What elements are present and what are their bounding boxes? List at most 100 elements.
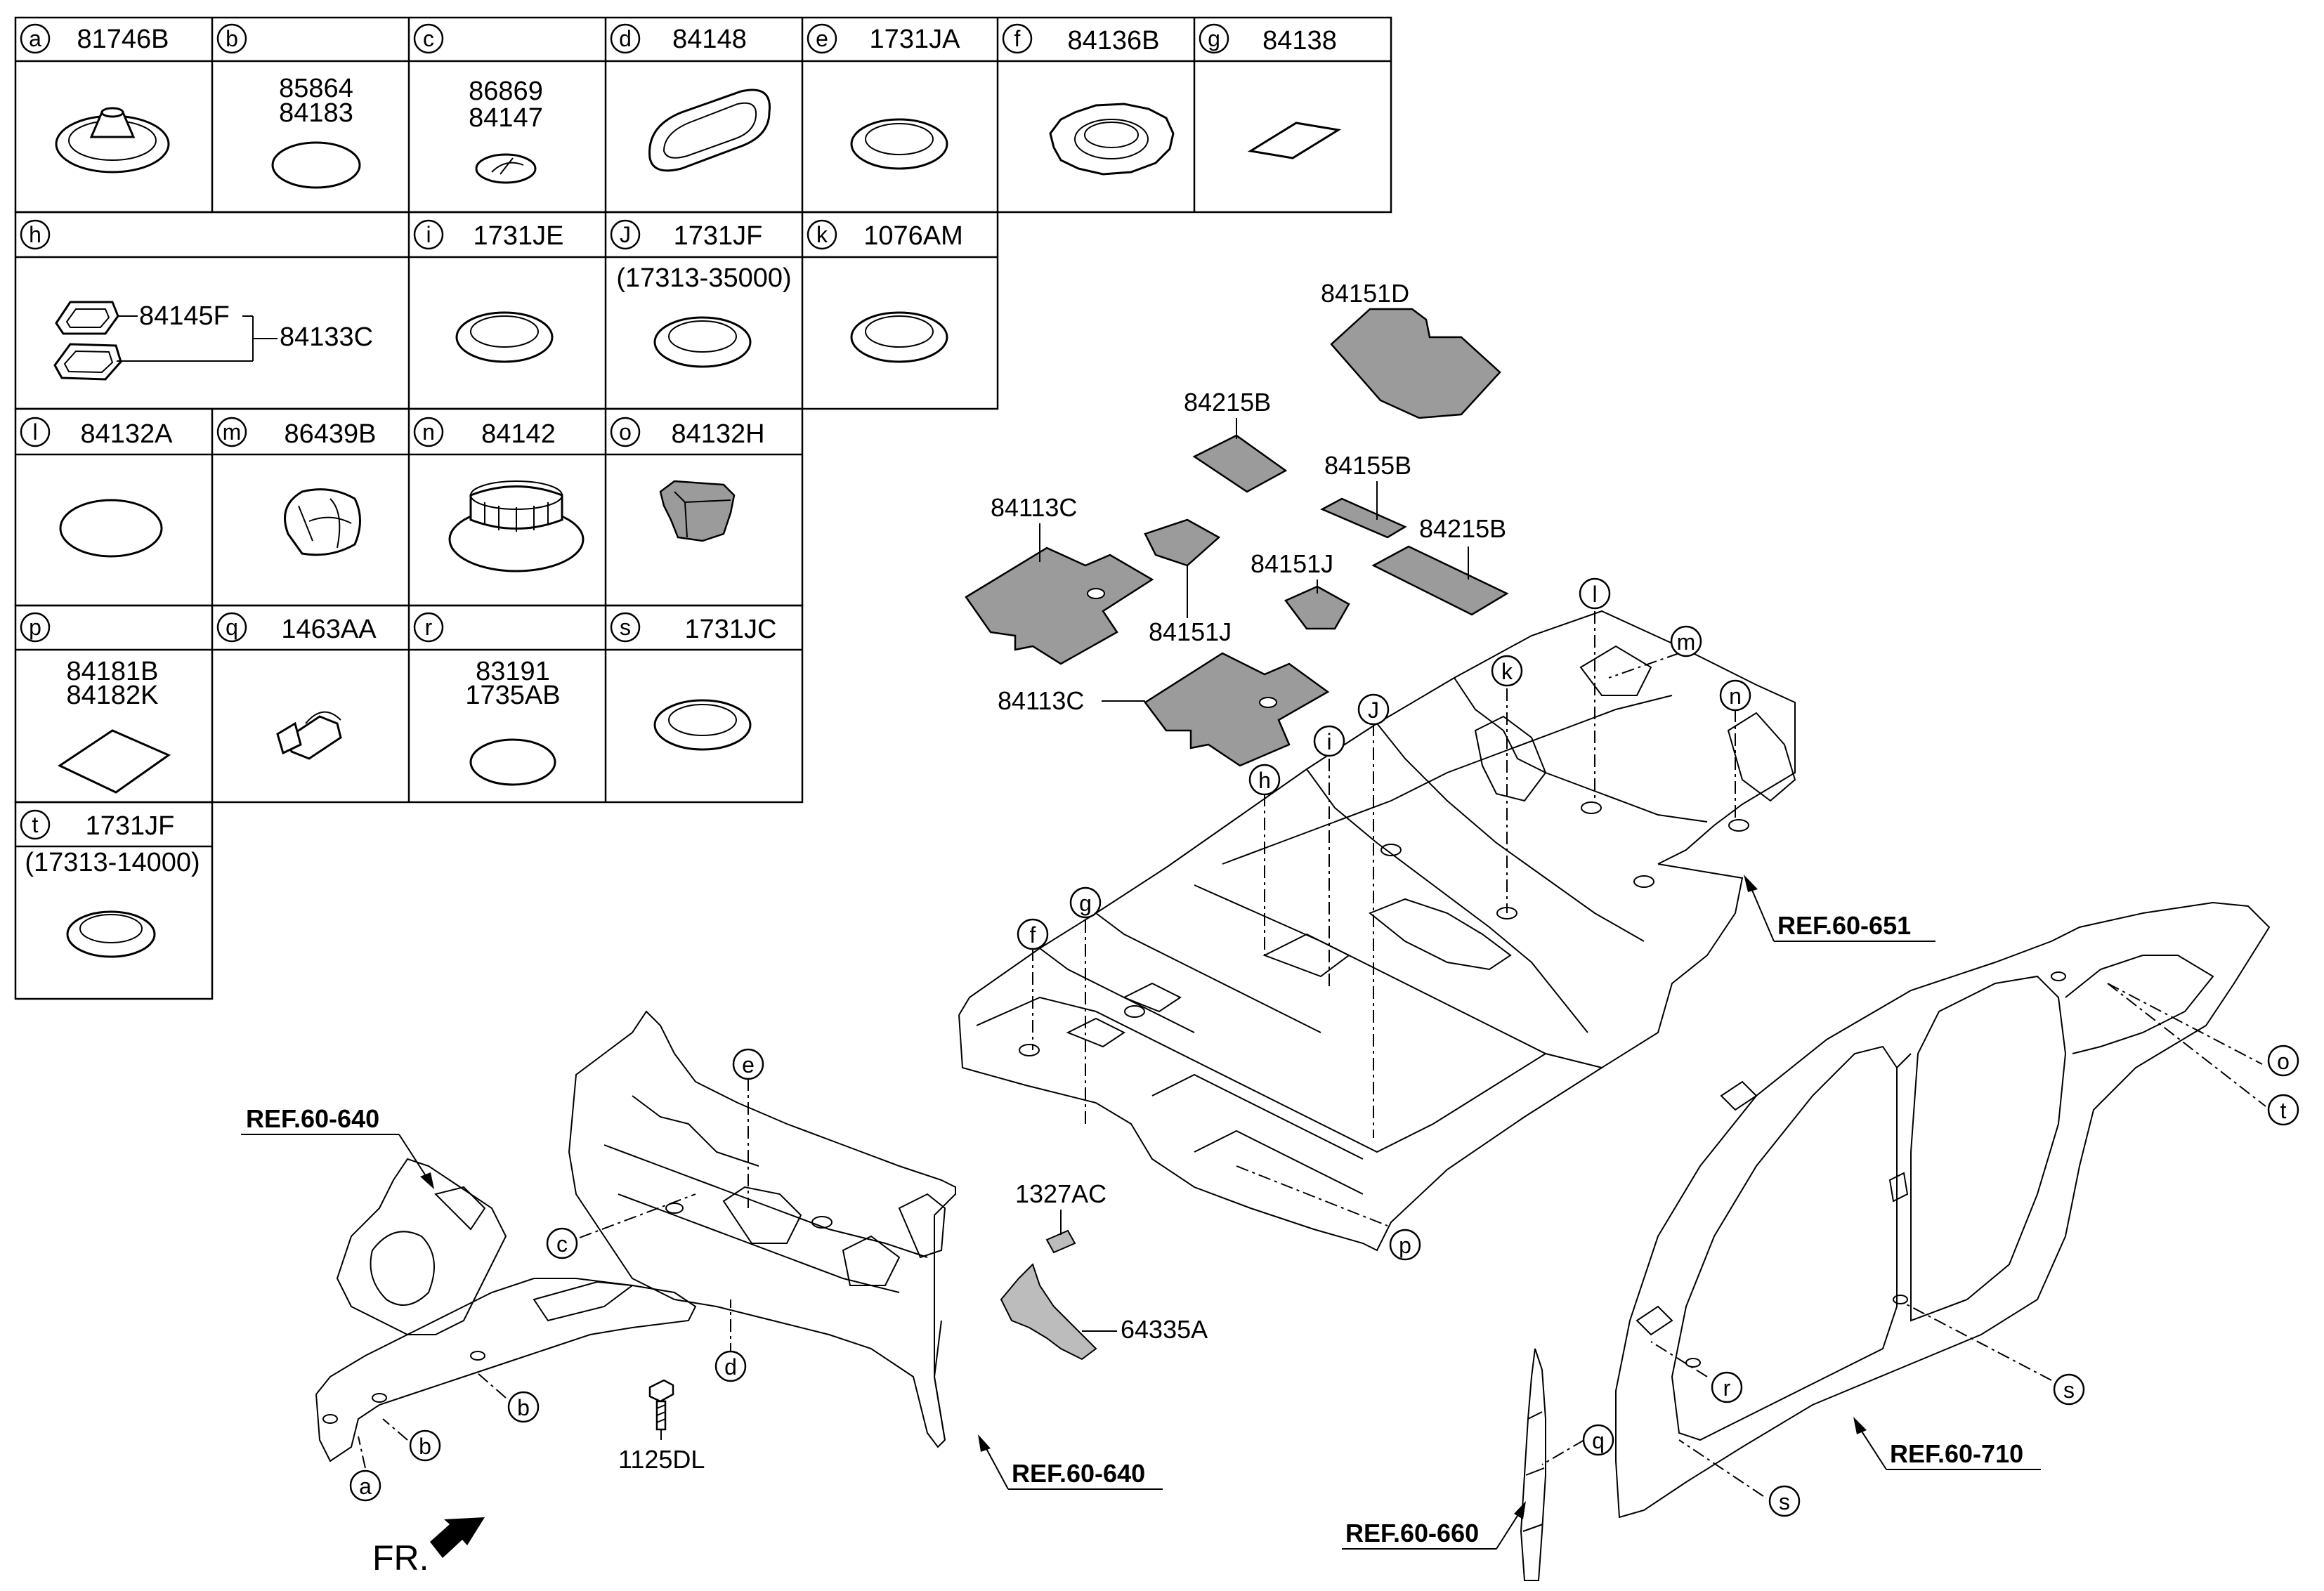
part-number: 84182K xyxy=(66,681,158,710)
pad-label-84113C-bottom: 84113C xyxy=(998,686,1084,715)
letter-circle xyxy=(1002,23,1033,54)
callout-b-upper: b xyxy=(507,1391,540,1423)
arrow-head xyxy=(1853,1417,1867,1434)
letter-circle xyxy=(610,219,641,250)
pad-84113C-bottom xyxy=(1144,652,1330,767)
plug-l-drawing xyxy=(59,499,163,558)
letter-circle xyxy=(807,23,837,54)
front-arrow-icon xyxy=(430,1517,485,1558)
pad-84151D xyxy=(1330,308,1501,419)
arrow-head xyxy=(1744,875,1758,892)
part-number: 85864 xyxy=(279,74,353,103)
ref-60-651: REF.60-651 xyxy=(1744,875,1935,942)
cell-letter: g xyxy=(1208,26,1220,51)
callout-t: t xyxy=(2267,1094,2299,1126)
svg-text:k: k xyxy=(1501,659,1513,684)
part-number: 84147 xyxy=(469,103,543,133)
table-cell-p-header: p 84181B 84182K xyxy=(20,612,159,710)
callout-p: p xyxy=(1389,1229,1421,1261)
plug-d-drawing xyxy=(648,89,771,172)
table-cell-d-header: d 84148 xyxy=(610,23,747,54)
grommet-n-drawing xyxy=(448,480,585,572)
pad-label-84215B-left: 84215B xyxy=(1184,388,1271,417)
callout-i: i xyxy=(1313,725,1345,757)
part-number: 1731JE xyxy=(474,221,564,251)
cell-letter: h xyxy=(29,222,41,247)
letter-circle xyxy=(610,417,641,447)
svg-text:s: s xyxy=(2063,1377,2075,1403)
callout-g: g xyxy=(1069,886,1102,919)
parts-table-grid xyxy=(14,16,1392,1000)
cell-letter: l xyxy=(32,419,37,445)
svg-text:REF.60-640: REF.60-640 xyxy=(246,1104,379,1133)
pad-label-84151D: 84151D xyxy=(1321,279,1409,308)
floor-pads: 84151D 84215B 84155B 84215B 84151J 84151… xyxy=(965,279,1509,767)
cell-letter: s xyxy=(620,615,631,640)
svg-text:d: d xyxy=(724,1354,737,1380)
svg-text:m: m xyxy=(1677,629,1696,655)
svg-text:REF.60-710: REF.60-710 xyxy=(1890,1439,2023,1468)
table-cell-r-header: r 83191 1735AB xyxy=(413,612,561,710)
letter-circle xyxy=(807,219,837,250)
ref-60-710: REF.60-710 xyxy=(1853,1417,2041,1470)
part-number: 84142 xyxy=(481,419,556,449)
arrow-head xyxy=(420,1172,434,1189)
letter-circle xyxy=(216,612,247,643)
clip-c-drawing xyxy=(475,153,537,184)
arrow-head xyxy=(978,1434,991,1452)
letter-circle xyxy=(413,417,444,447)
cell-letter: t xyxy=(32,812,39,837)
dash-panel-assembly xyxy=(568,1010,956,1448)
svg-text:a: a xyxy=(359,1474,372,1499)
front-label: FR. xyxy=(372,1538,429,1578)
pad-hole xyxy=(1259,697,1277,708)
svg-text:i: i xyxy=(1326,729,1331,754)
cell-letter: r xyxy=(425,615,433,640)
part-number: 81746B xyxy=(77,25,169,54)
table-cell-h-header: h 84145F 84133C xyxy=(20,219,373,352)
callout-k: k xyxy=(1491,655,1523,687)
svg-text:q: q xyxy=(1592,1428,1605,1453)
pillar-reinforcement xyxy=(1520,1348,1546,1581)
callout-s-bottom: s xyxy=(1768,1485,1801,1517)
pads-h-drawing xyxy=(53,301,278,381)
pad-label-84155B: 84155B xyxy=(1324,451,1411,480)
svg-text:b: b xyxy=(419,1434,431,1459)
cell-letter: o xyxy=(619,419,632,445)
floor-panel-assembly xyxy=(958,610,1796,1252)
svg-text:REF.60-651: REF.60-651 xyxy=(1777,911,1911,940)
table-cell-o-header: o 84132H xyxy=(610,417,765,449)
table-cell-m-header: m 86439B xyxy=(216,417,377,449)
plug-r-drawing xyxy=(469,738,556,786)
table-cell-t-header: t 1731JF (17313-14000) xyxy=(20,809,200,877)
part-number: 84148 xyxy=(672,25,747,54)
svg-text:b: b xyxy=(517,1395,530,1420)
table-cell-n-header: n 84142 xyxy=(413,417,556,449)
bolt-head xyxy=(648,1379,674,1403)
part-number: 84132A xyxy=(80,419,173,449)
dashed-leaders xyxy=(358,611,2266,1497)
callout-n: n xyxy=(1719,679,1751,712)
letter-circle xyxy=(413,23,444,54)
table-cell-g-header: g 84138 xyxy=(1199,23,1337,55)
part-number: 84133C xyxy=(280,322,373,352)
letter-circle xyxy=(20,23,51,54)
table-cell-a-header: a 81746B xyxy=(20,23,169,54)
letter-circle xyxy=(216,417,247,447)
part-number: 84132H xyxy=(671,419,764,449)
letter-circle xyxy=(1199,23,1229,54)
pad-84151J-bottom xyxy=(1284,585,1350,630)
svg-text:h: h xyxy=(1258,768,1271,793)
grommet-s-drawing xyxy=(653,699,752,751)
cell-letter: b xyxy=(226,26,238,51)
pad-84215B-right xyxy=(1371,545,1509,616)
cell-letter: a xyxy=(29,26,41,51)
cell-letter: e xyxy=(816,26,828,51)
callout-o: o xyxy=(2267,1045,2299,1077)
grommet-i-drawing xyxy=(455,311,554,363)
part-number: 84183 xyxy=(279,98,353,128)
bracket-64335A: 1327AC 64335A xyxy=(1000,1179,1208,1361)
pad-84155B xyxy=(1320,497,1407,539)
callout-b-lower: b xyxy=(409,1429,441,1462)
callout-s-right: s xyxy=(2053,1373,2085,1406)
